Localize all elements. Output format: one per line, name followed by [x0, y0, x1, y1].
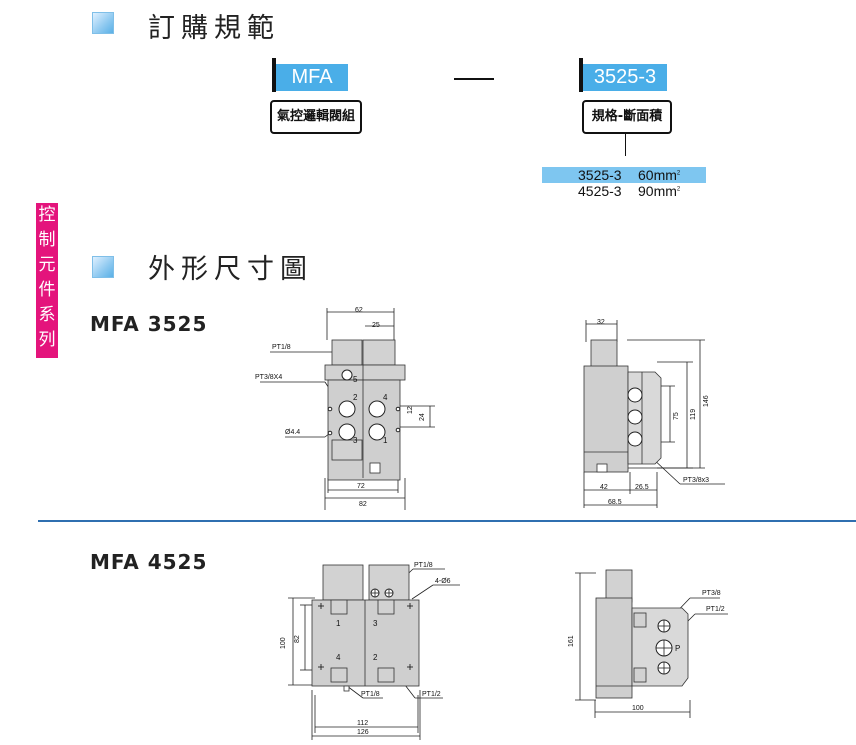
area-connector-line: [625, 132, 626, 156]
section-square-icon: [92, 12, 114, 34]
port-4: 4: [336, 653, 341, 662]
mfa3525-front-drawing: 62 25 PT1/8 PT3/8X4 Ø4.4 5 2 3 4 1 12 24…: [255, 307, 435, 510]
label-pt18-bottom: PT1/8: [361, 691, 380, 698]
side-tab-char: 系: [38, 305, 56, 325]
area-code-tag: 3525-3: [579, 58, 667, 92]
label-4-d6: 4-Ø6: [435, 578, 451, 585]
label-d44: Ø4.4: [285, 429, 300, 436]
dim-161: 161: [568, 635, 575, 647]
model-label-box: 氣控邏輯閥組: [270, 100, 362, 134]
mfa4525-title: MFA 4525: [90, 550, 208, 574]
dim-82: 82: [359, 501, 367, 508]
side-tab-char: 制: [38, 230, 56, 250]
dim-126: 126: [357, 729, 369, 736]
dim-24: 24: [419, 413, 426, 421]
separator-dash: [454, 78, 494, 80]
dim-26-5: 26.5: [635, 484, 649, 491]
dim-68-5: 68.5: [608, 499, 622, 506]
area-label-box: 規格-斷面積: [582, 100, 672, 134]
port-5: 5: [353, 375, 358, 384]
dim-146: 146: [703, 395, 710, 407]
port-2: 2: [373, 653, 378, 662]
area-option-code: 4525-3: [578, 183, 622, 199]
area-option-value: 60mm2: [638, 167, 681, 183]
label-pt38x3: PT3/8x3: [683, 477, 709, 484]
side-tab-char: 件: [38, 280, 56, 300]
category-side-tab: 控 制 元 件 系 列: [36, 203, 58, 358]
mfa4525-front-drawing: PT1/8 4-Ø6 100 82 1 3 4 2 PT1/8 PT1/2 11…: [280, 562, 460, 740]
label-pt18: PT1/8: [272, 344, 291, 351]
area-option-value: 90mm2: [638, 183, 681, 199]
port-3: 3: [373, 619, 378, 628]
area-option-code: 3525-3: [578, 167, 622, 183]
section-divider: [38, 520, 856, 522]
mfa4525-side-drawing: 161 PT3/8 PT1/2 P 100: [568, 569, 728, 718]
dim-82: 82: [294, 635, 301, 643]
dim-12: 12: [407, 406, 414, 414]
dim-62: 62: [355, 307, 363, 314]
dim-25: 25: [372, 322, 380, 329]
label-pt12: PT1/2: [706, 606, 725, 613]
dim-112: 112: [357, 720, 368, 727]
side-tab-char: 列: [38, 330, 56, 350]
model-code-tag: MFA: [272, 58, 348, 92]
port-1: 1: [383, 436, 388, 445]
port-4: 4: [383, 393, 388, 402]
area-option-row-2: 4525-3 90mm2: [542, 183, 706, 199]
label-pt18-top: PT1/8: [414, 562, 433, 569]
dim-32: 32: [597, 319, 605, 326]
dimension-title: 外形尺寸圖: [148, 254, 313, 285]
dim-100: 100: [280, 637, 287, 649]
port-1: 1: [336, 619, 341, 628]
side-tab-char: 元: [38, 255, 56, 275]
side-tab-char: 控: [38, 205, 56, 225]
port-2: 2: [353, 393, 358, 402]
port-p: P: [675, 644, 680, 653]
port-3: 3: [353, 436, 358, 445]
dim-100: 100: [632, 705, 644, 712]
area-option-row-1: 3525-3 60mm2: [542, 167, 706, 183]
section-square-icon: [92, 256, 114, 278]
label-pt38x4: PT3/8X4: [255, 374, 282, 381]
mfa3525-title: MFA 3525: [90, 312, 208, 336]
dim-119: 119: [690, 409, 697, 420]
order-spec-title: 訂購規範: [148, 13, 280, 44]
dim-75: 75: [673, 412, 680, 420]
label-pt12: PT1/2: [422, 691, 441, 698]
dim-42: 42: [600, 484, 608, 491]
dim-72: 72: [357, 483, 365, 490]
mfa3525-side-drawing: 32 146 119 75 42 26.5 68.5 PT3/8x3: [583, 319, 725, 508]
label-pt38: PT3/8: [702, 590, 721, 597]
